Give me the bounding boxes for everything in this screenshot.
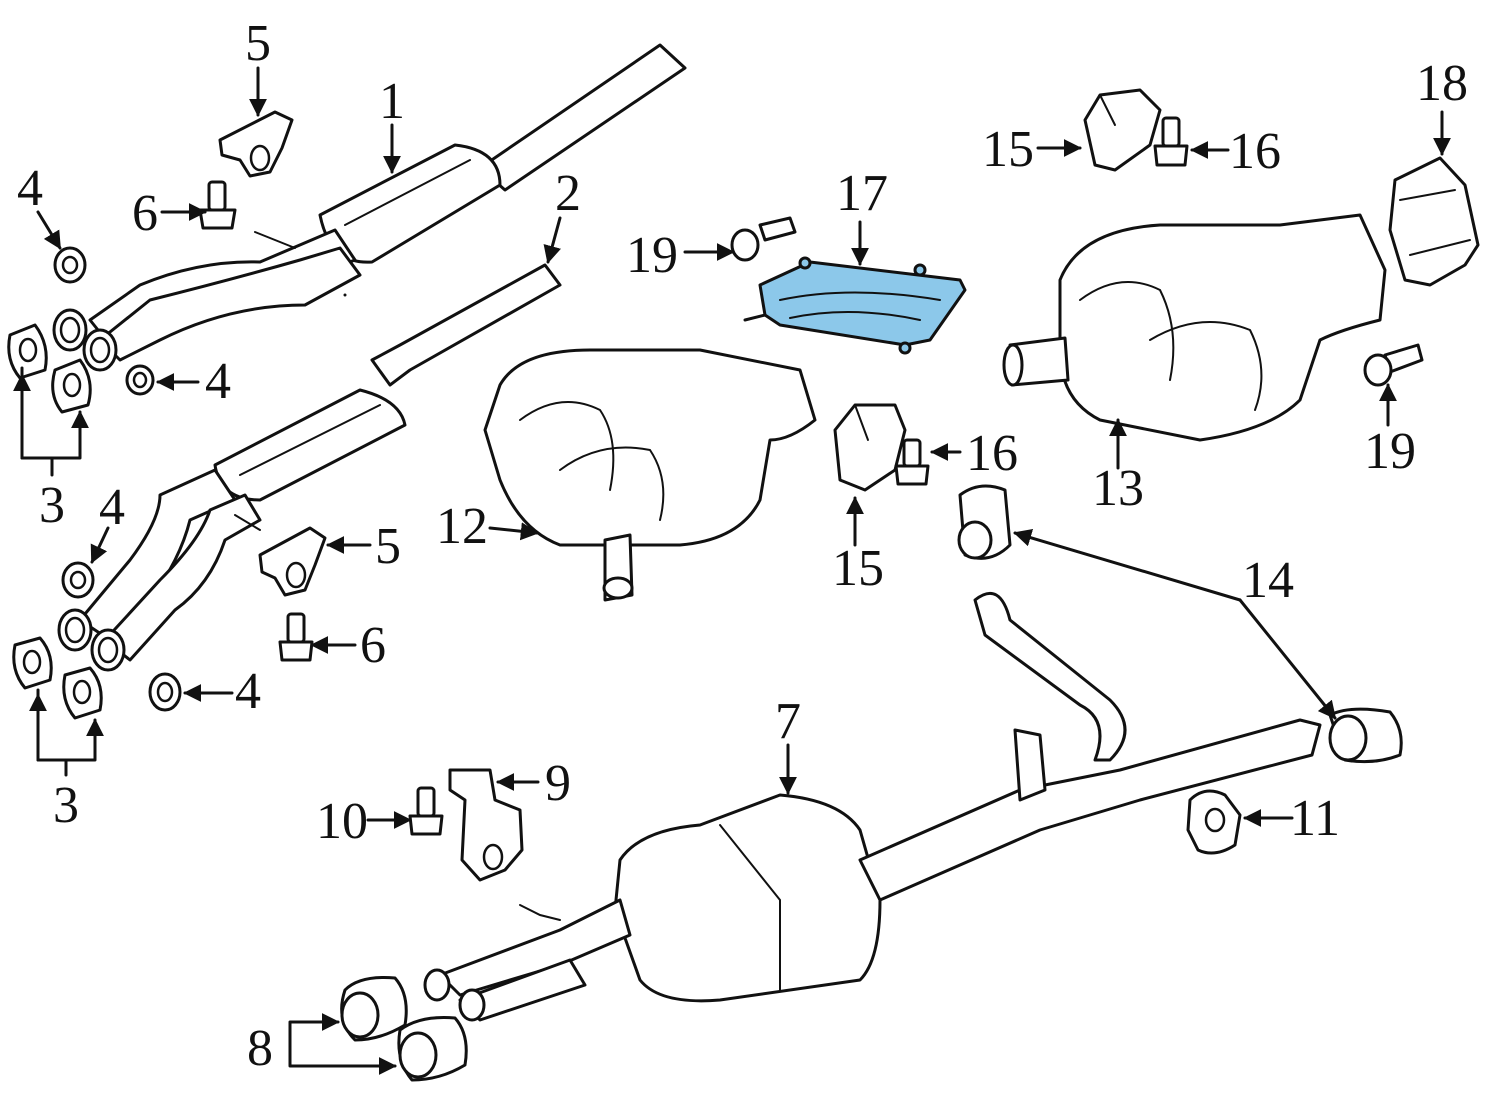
callout-4: 4 [17,160,43,217]
rear-muffler-right[interactable] [1002,213,1387,442]
heat-shield[interactable] [743,256,967,355]
callout-3: 3 [53,777,79,834]
clamp-14[interactable] [957,484,1403,764]
callout-13: 13 [1092,460,1144,517]
callout-4: 4 [205,353,231,410]
callout-19: 19 [1364,423,1416,480]
callout-1: 1 [379,73,405,130]
callout-19: 19 [626,227,678,284]
front-pipe-upper[interactable] [52,43,687,372]
bracket[interactable] [448,768,524,882]
callout-15: 15 [832,540,884,597]
nut[interactable] [53,246,182,712]
callout-6: 6 [132,185,158,242]
callout-5: 5 [375,518,401,575]
callout-8: 8 [247,1020,273,1077]
callout-16: 16 [1229,123,1281,180]
clamp[interactable] [340,293,468,1082]
callout-16: 16 [966,425,1018,482]
callout-2: 2 [555,165,581,222]
rear-muffler-left[interactable] [483,348,817,602]
callout-4: 4 [99,479,125,536]
bolt-10[interactable] [408,786,444,836]
callout-6: 6 [360,617,386,674]
callout-labels: 1 2 3 3 4 4 4 4 5 5 6 6 7 8 9 10 11 12 1… [17,15,1468,1077]
center-muffler[interactable] [423,591,1322,1022]
callout-9: 9 [545,755,571,812]
callout-12: 12 [436,498,488,555]
callout-17: 17 [836,165,888,222]
bolt-19[interactable] [730,216,1424,387]
callout-10: 10 [316,793,368,850]
callout-3: 3 [39,477,65,534]
hanger-15[interactable] [833,88,1162,492]
callout-15: 15 [982,121,1034,178]
leader-lines [12,66,1451,1075]
hanger[interactable] [218,110,327,597]
front-pipe-lower[interactable] [57,263,562,672]
callout-7: 7 [775,693,801,750]
heat-shield-18[interactable] [1388,156,1480,287]
bolt-16[interactable] [894,116,1189,486]
gasket[interactable] [7,323,103,720]
bolt[interactable] [198,180,314,662]
callout-11: 11 [1290,790,1340,847]
callout-14: 14 [1242,552,1294,609]
hanger-11[interactable] [1186,789,1242,855]
callout-5: 5 [245,15,271,72]
callout-4: 4 [235,663,261,720]
callout-18: 18 [1416,55,1468,112]
